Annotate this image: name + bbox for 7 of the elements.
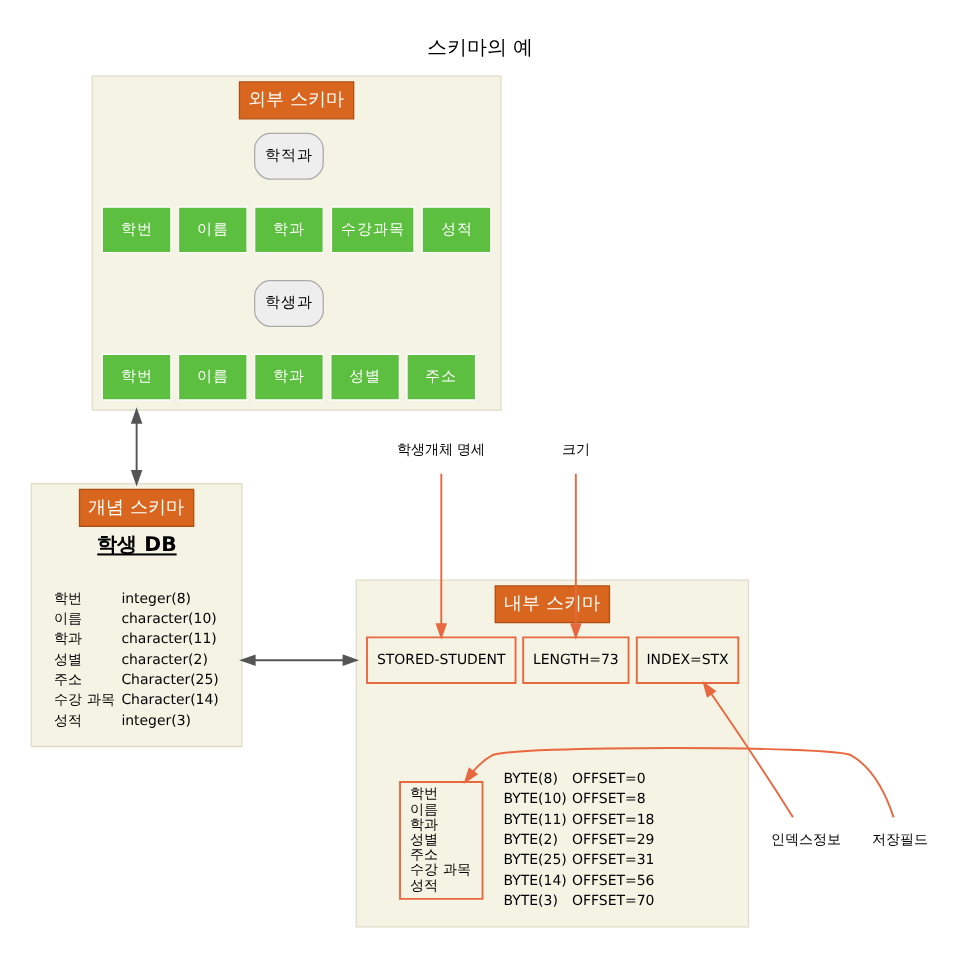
- arrow: [435, 472, 448, 640]
- arrow: [702, 680, 794, 819]
- arrow: [570, 472, 582, 640]
- arrow: [239, 654, 360, 666]
- arrow: [130, 407, 143, 487]
- diagram-title: 스키마의 예: [426, 38, 534, 61]
- arrow: [463, 746, 895, 819]
